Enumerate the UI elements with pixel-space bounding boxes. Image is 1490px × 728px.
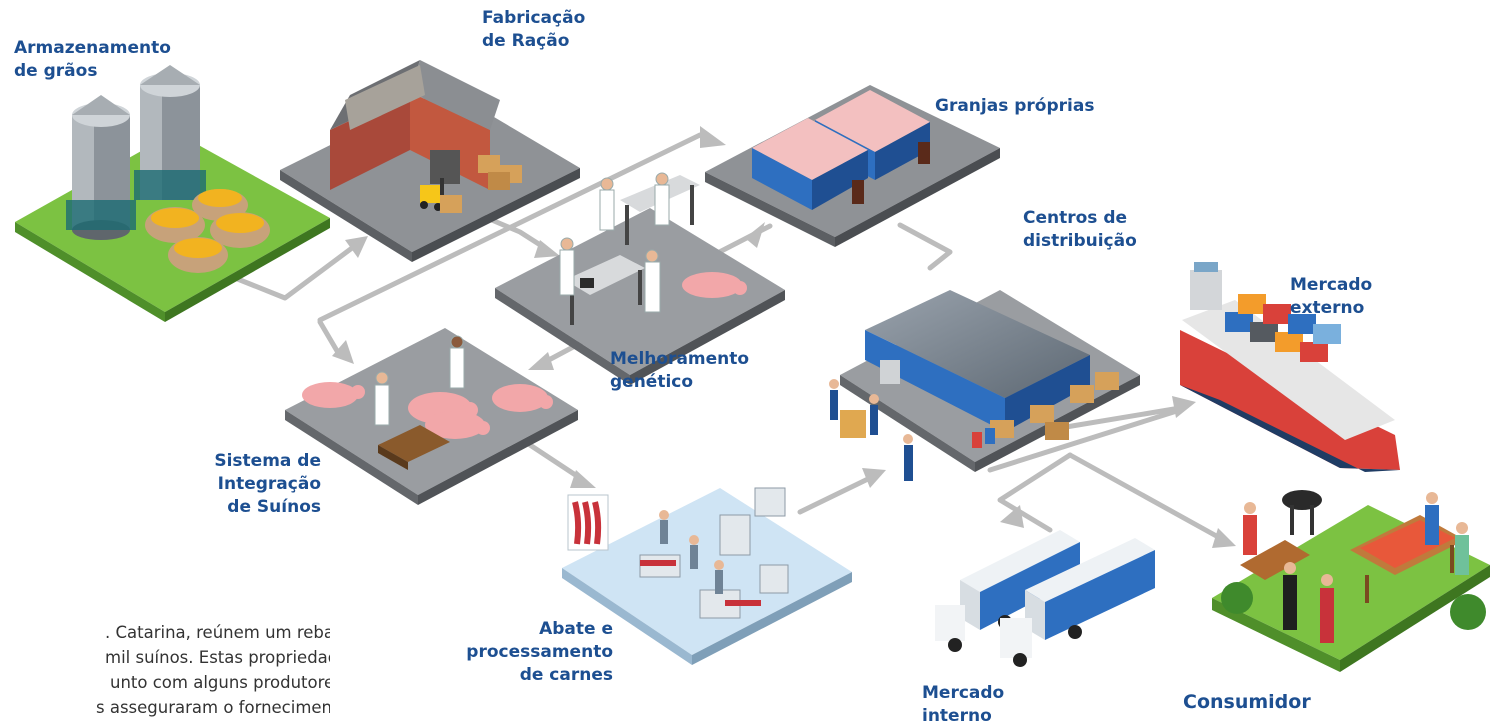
body-text-line: mil suínos. Estas propriedades	[105, 648, 330, 667]
label-line: Centros de	[1023, 208, 1128, 228]
arrow-center-to-export	[1057, 405, 1183, 431]
meat-rack-icon	[567, 494, 609, 551]
truck-icon	[1000, 538, 1155, 667]
arrow-head-center-to-export	[1172, 396, 1196, 418]
arrow-head-genetics-to-farms	[700, 126, 726, 148]
label-line: Abate e	[539, 619, 613, 639]
label-line: processamento	[466, 642, 613, 662]
body-text-line: unto com alguns produtores	[110, 673, 330, 692]
label-line: Granjas próprias	[935, 96, 1095, 116]
label-line: Fabricação	[482, 8, 586, 28]
feeding-trough-icon	[378, 425, 450, 470]
label-export-market: Mercado externo	[1290, 274, 1372, 320]
scientist-icon	[374, 335, 465, 426]
tree-icon	[1221, 582, 1486, 630]
label-slaughter-processing: Abate e processamento de carnes	[455, 618, 613, 687]
bbq-icon	[1282, 490, 1322, 535]
body-text-fragment: . Catarina, reúnem um rebanho mil suínos…	[0, 620, 330, 720]
silo-icon	[66, 95, 136, 240]
worker-icon	[829, 379, 913, 481]
body-text-line: . Catarina, reúnem um rebanho	[105, 623, 330, 642]
tiled-floor-platform	[562, 488, 852, 655]
cardboard-boxes-icon	[440, 155, 522, 213]
arrow-head-integration-to-slaughter	[570, 470, 596, 488]
own-farms-scene	[705, 85, 1000, 247]
grain-sack-icon	[145, 189, 270, 273]
genetics-lab-scene	[495, 172, 785, 385]
label-distribution-centers: Centros de distribuição	[1023, 207, 1137, 253]
label-line: genético	[610, 372, 694, 392]
ship-icon	[1180, 262, 1400, 472]
conveyor-icon	[640, 560, 761, 606]
cardboard-boxes-icon	[990, 372, 1119, 440]
arrow-genetics-to-farms	[317, 132, 703, 323]
container-icon	[1225, 294, 1341, 362]
arrow-center-to-consumer	[1067, 452, 1223, 541]
processing-plant-scene	[562, 487, 852, 665]
worker-icon	[659, 510, 724, 594]
arrow-farms-loop	[317, 319, 343, 359]
pig-icon	[302, 382, 553, 439]
label-line: de carnes	[519, 665, 613, 685]
pig-icon	[682, 272, 747, 298]
label-line: externo	[1290, 298, 1365, 318]
label-feed-manufacturing: Fabricação de Ração	[482, 7, 585, 53]
arrow-farms-to-center	[897, 222, 953, 271]
distribution-center-scene	[829, 290, 1140, 481]
barn-icon	[752, 118, 868, 210]
label-line: Consumidor	[1183, 691, 1311, 713]
label-consumer: Consumidor	[1183, 691, 1311, 714]
integration-system-scene	[285, 328, 578, 505]
arrow-head-to-integration	[332, 340, 354, 364]
arrow-center-to-export-2	[987, 407, 1183, 473]
label-line: de grãos	[14, 61, 98, 81]
arrow-center-to-domestic	[997, 452, 1073, 533]
scientist-icon	[559, 172, 670, 313]
label-line: Melhoramento	[610, 349, 750, 369]
arrow-head-grains-to-feed	[345, 236, 368, 258]
label-grain-storage: Armazenamento de grãos	[14, 37, 171, 83]
feed-factory-scene	[280, 60, 580, 262]
arrow-head-center-to-consumer	[1212, 528, 1236, 548]
warehouse-icon	[865, 290, 1090, 432]
label-line: Mercado	[1290, 275, 1373, 295]
truck-icon	[935, 530, 1080, 652]
label-line: Integração	[217, 474, 321, 494]
label-line: de Ração	[482, 31, 570, 51]
arrow-head-feed-to-genetics	[534, 240, 560, 258]
silo-icon	[134, 65, 206, 200]
label-domestic-market: Mercado interno	[922, 682, 1004, 728]
grain-storage-scene	[15, 65, 330, 322]
label-line: Armazenamento	[14, 38, 171, 58]
grill-table-icon	[1240, 540, 1310, 580]
label-line: interno	[922, 706, 992, 726]
domestic-trucks-scene	[935, 530, 1155, 667]
label-integration-system: Sistema de Integração de Suínos	[195, 450, 321, 519]
label-genetic-improvement: Melhoramento genético	[610, 348, 749, 394]
person-icon	[1243, 492, 1469, 643]
label-line: distribuição	[1023, 231, 1137, 251]
arrow-head-center-to-domestic	[1000, 505, 1024, 528]
arrow-grains-to-feed	[232, 245, 355, 301]
label-line: Mercado	[922, 683, 1005, 703]
arrow-slaughter-to-center	[797, 475, 873, 515]
arrow-integration-to-slaughter	[527, 442, 583, 481]
body-text-line: s asseguraram o fornecimento de	[96, 698, 330, 717]
factory-icon	[330, 60, 500, 190]
label-line: de Suínos	[227, 497, 321, 517]
oil-barrels-icon	[972, 428, 995, 448]
export-ship-scene	[1180, 262, 1400, 472]
label-line: Sistema de	[214, 451, 321, 471]
arrow-head-farm-to-genetics	[745, 222, 765, 248]
consumer-scene	[1212, 490, 1490, 672]
arrow-head-slaughter-to-center	[862, 468, 886, 488]
pallet-icon	[840, 410, 866, 438]
label-own-farms: Granjas próprias	[935, 95, 1094, 118]
arrow-head-genetics-to-integration	[528, 352, 554, 370]
